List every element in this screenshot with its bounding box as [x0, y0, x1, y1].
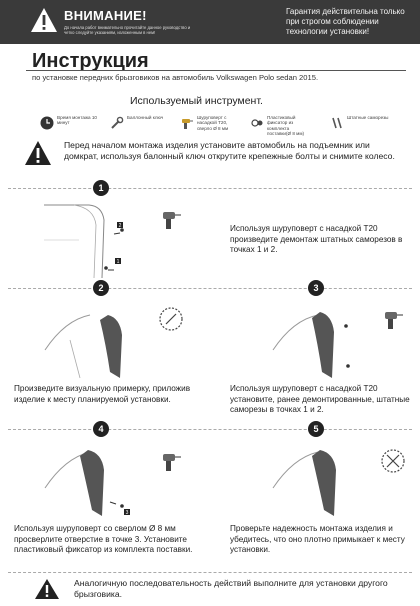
- wrench-icon: [111, 116, 124, 129]
- footer-note: Аналогичную последовательность действий …: [74, 578, 388, 599]
- step-4-figure: 3: [44, 450, 130, 516]
- label-2: 2: [119, 223, 122, 229]
- label-3: 3: [126, 510, 129, 516]
- step-5-text: Проверьте надежность монтажа изделия и у…: [230, 524, 405, 555]
- step-divider: [8, 572, 412, 573]
- check-icon: [381, 449, 405, 473]
- intro-text: Перед началом монтажа изделия установите…: [64, 140, 395, 162]
- clip-icon: [251, 119, 263, 127]
- page-subtitle: по установке передних брызговиков на авт…: [32, 73, 319, 82]
- warning-subtitle: До начала работ внимательно прочитайте д…: [64, 25, 191, 35]
- step-3-figure: [272, 312, 350, 378]
- drill-icon: [385, 312, 403, 329]
- label-1: 1: [117, 259, 120, 265]
- step-4-text: Используя шуруповерт со сверлом Ø 8 мм п…: [14, 524, 193, 555]
- step-divider: [8, 288, 412, 289]
- tools-heading: Используемый инструмент.: [130, 95, 263, 107]
- guarantee-note: Гарантия действительна только при строго…: [286, 7, 405, 36]
- step-number-5: 5: [308, 421, 324, 437]
- step-divider: [8, 188, 412, 189]
- warning-title: ВНИМАНИЕ!: [64, 8, 147, 23]
- step-number-2: 2: [93, 280, 109, 296]
- fitting-icon: [159, 307, 183, 331]
- step-divider: [8, 429, 412, 430]
- step-number-4: 4: [93, 421, 109, 437]
- screws-icon: [332, 117, 342, 129]
- step-5-figure: [272, 450, 336, 516]
- warning-header: ВНИМАНИЕ! До начала работ внимательно пр…: [0, 0, 420, 44]
- step-number-3: 3: [308, 280, 324, 296]
- drill-icon: [163, 454, 181, 471]
- drill-icon: [182, 119, 193, 129]
- step-number-1: 1: [93, 180, 109, 196]
- warning-icon: [25, 141, 51, 165]
- page-title: Инструкция: [32, 50, 149, 72]
- step-1-figure: 2 1: [44, 204, 124, 279]
- title-underline: [26, 70, 406, 71]
- warning-icon: [31, 8, 57, 32]
- step-2-text: Произведите визуальную примерку, приложи…: [14, 384, 191, 404]
- tools-list: Время монтажа 10 минут Баллонный ключ Шу…: [40, 112, 400, 138]
- drill-icon: [163, 212, 181, 229]
- warning-icon: [35, 579, 59, 599]
- step-1-text: Используя шуруповерт с насадкой Т20 прои…: [230, 224, 403, 255]
- clock-icon: [40, 116, 54, 130]
- step-2-figure: [44, 314, 122, 379]
- step-3-text: Используя шуруповерт с насадкой Т20 уста…: [230, 384, 410, 415]
